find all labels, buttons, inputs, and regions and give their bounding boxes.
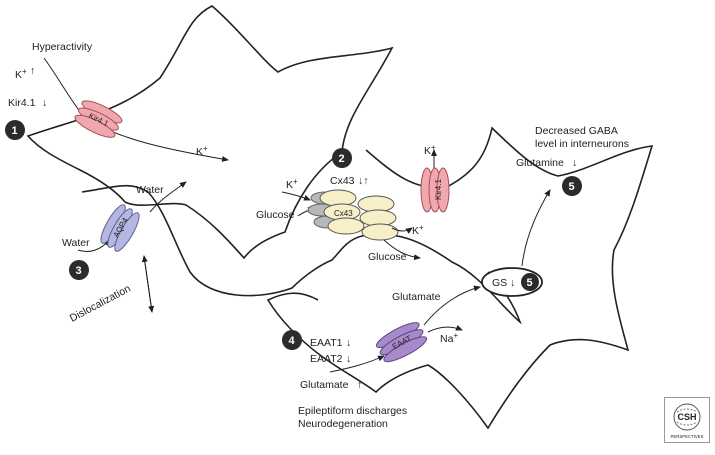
k-into-cx-arrow xyxy=(281,191,311,201)
marker-5b xyxy=(521,273,539,291)
k-plus-top-label: K+ xyxy=(424,143,436,157)
decreased-gaba-line2: level in interneurons xyxy=(535,138,629,150)
cx43-label: Cx43 xyxy=(330,175,355,187)
up-arrow-icon: ↑ xyxy=(30,65,35,77)
eaat1-down-icon: ↓ xyxy=(346,337,351,349)
epileptiform-label: Epileptiform discharges xyxy=(298,405,407,417)
glutamine-label: Glutamine xyxy=(516,157,564,169)
eaat1-label: EAAT1 xyxy=(310,337,343,349)
gs-label: GS xyxy=(492,277,507,289)
aqp4-channel: AQP4 xyxy=(100,204,140,252)
water-left-label: Water xyxy=(62,237,90,249)
marker-4 xyxy=(282,330,302,350)
na-arrow xyxy=(427,324,463,333)
marker-1-text: 1 xyxy=(12,125,18,137)
hyperactivity-label: Hyperactivity xyxy=(32,41,93,53)
water-top-label: Water xyxy=(136,184,164,196)
down-arrow-icon: ↓ xyxy=(42,97,47,109)
marker-1 xyxy=(5,120,25,140)
marker-5a-text: 5 xyxy=(569,181,575,193)
kir41-channel: Kir4.1 xyxy=(74,100,123,138)
logo-text: CSH xyxy=(677,412,696,422)
k-plus-label: K+ xyxy=(15,67,27,81)
csh-perspectives-logo: CSH PERSPECTIVES xyxy=(664,397,710,443)
eaat2-label: EAAT2 xyxy=(310,353,343,365)
eaat2-down-icon: ↓ xyxy=(346,353,351,365)
marker-2-text: 2 xyxy=(339,153,345,165)
astrocyte-middle-outline xyxy=(81,184,522,325)
na-plus-label: Na+ xyxy=(440,331,458,345)
neurodegeneration-label: Neurodegeneration xyxy=(298,418,388,430)
marker-5b-text: 5 xyxy=(527,277,533,289)
marker-3-text: 3 xyxy=(76,265,82,277)
eaat-channel: EAAT xyxy=(375,322,428,363)
kir41-vertical-label: Kir4.1 xyxy=(434,179,443,200)
cx43-channel-label: Cx43 xyxy=(334,209,353,218)
marker-2 xyxy=(332,148,352,168)
glutamate-top-label: Glutamate xyxy=(392,291,441,303)
kir41-label: Kir4.1 xyxy=(8,97,36,109)
glutamate-into-eaat-arrow xyxy=(329,355,385,373)
water-out-arrow xyxy=(149,181,187,213)
marker-4-text: 4 xyxy=(289,335,296,347)
logo-icon: CSH PERSPECTIVES xyxy=(671,403,704,439)
logo-perspectives-text: PERSPECTIVES xyxy=(671,434,704,439)
k-plus-out-label: K+ xyxy=(196,144,208,158)
k-plus-cx-label: K+ xyxy=(286,177,298,191)
cx43-channel: Cx43 xyxy=(307,189,399,241)
glutamate-up-icon: ↑ xyxy=(357,379,362,391)
k-plus-right-label: K+ xyxy=(412,223,424,237)
marker-3 xyxy=(69,260,89,280)
glucose-out-label: Glucose xyxy=(368,251,407,263)
glucose-out-arrow xyxy=(383,239,421,261)
k-out-cx-arrow xyxy=(391,227,413,234)
glutamine-down-icon: ↓ xyxy=(572,157,577,169)
marker-5a xyxy=(562,176,582,196)
glutamate-to-gs-arrow xyxy=(423,285,481,326)
kir41-vertical-channel: Kir4.1 xyxy=(420,167,450,213)
decreased-gaba-line1: Decreased GABA xyxy=(535,125,618,137)
gs-to-glutamine-arrow xyxy=(521,189,551,267)
dislocalization-label: Dislocalization xyxy=(68,282,133,324)
gs-down-icon: ↓ xyxy=(510,277,515,289)
cx43-updown-icon: ↓↑ xyxy=(358,175,369,187)
k-flux-arrow xyxy=(43,57,229,162)
glucose-in-label: Glucose xyxy=(256,209,295,221)
glutamate-bottom-label: Glutamate xyxy=(300,379,349,391)
neuron-right-outline xyxy=(266,126,654,430)
